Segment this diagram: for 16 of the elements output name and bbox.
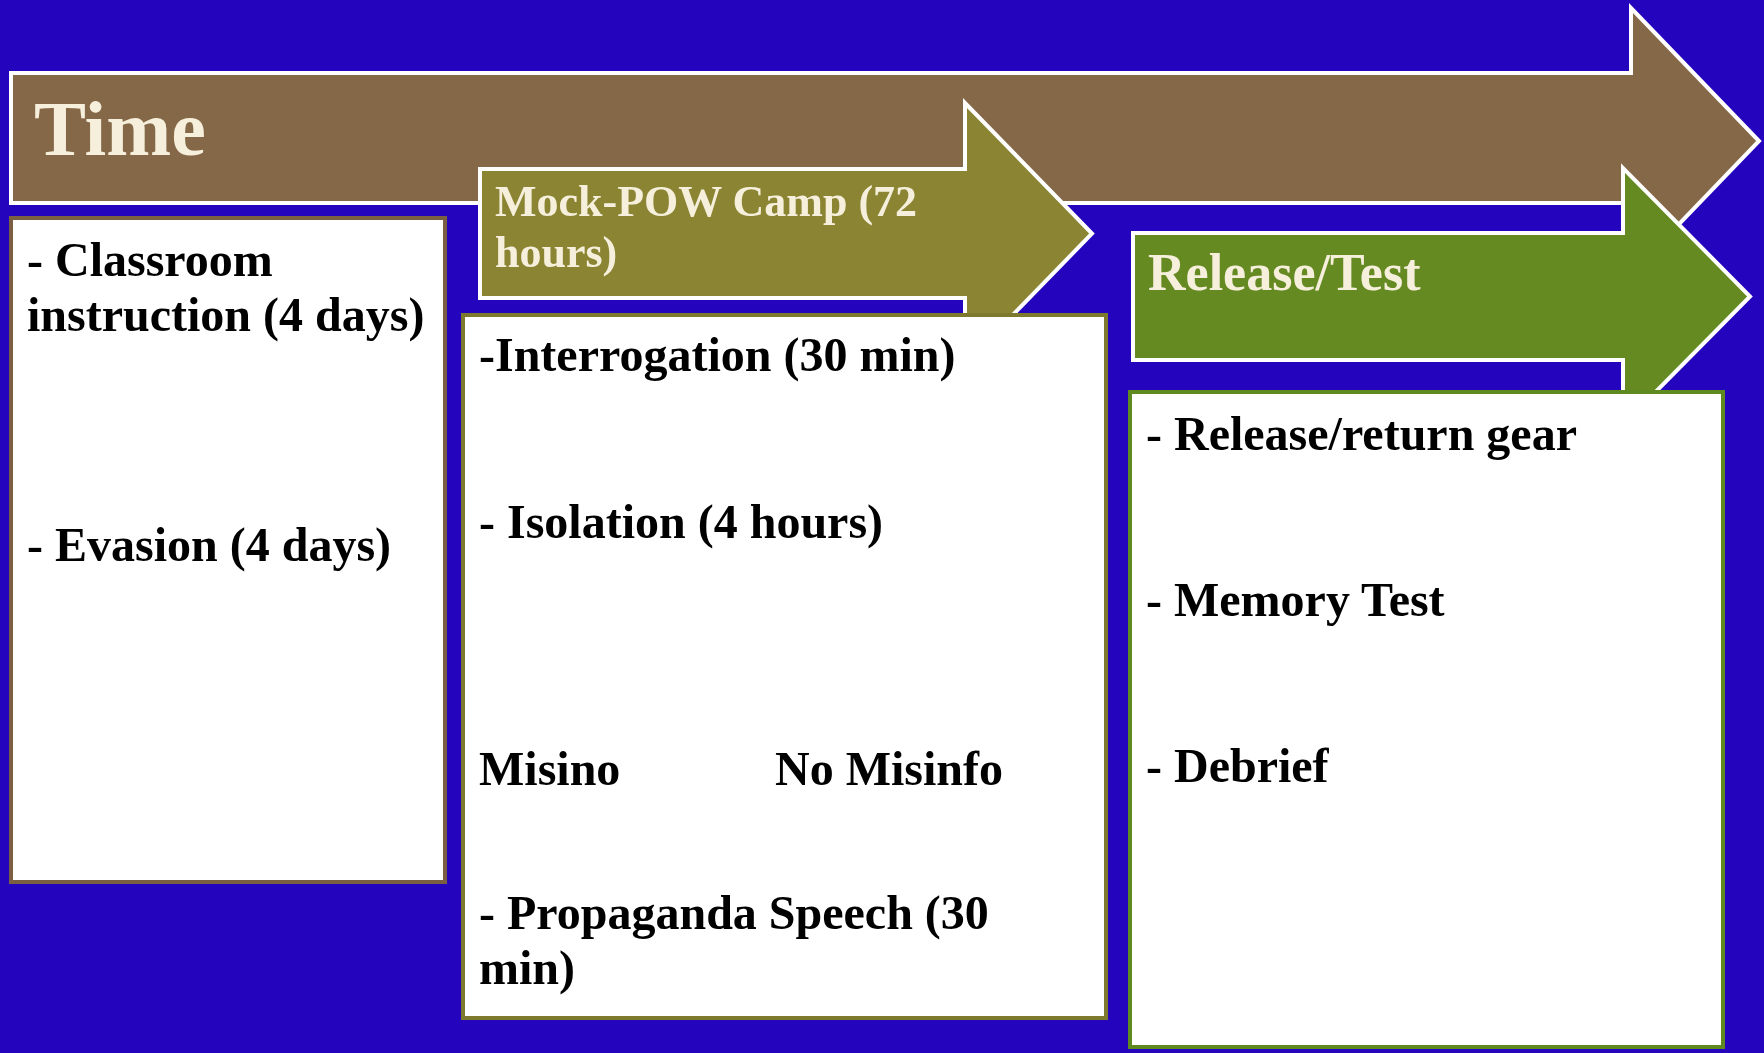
list-item: - Evasion (4 days)	[27, 517, 393, 573]
list-item: - Propaganda Speech (30 min)	[479, 885, 990, 996]
text-panel	[9, 216, 447, 884]
banner-title: Release/Test	[1148, 243, 1421, 303]
list-item: - Classroom instruction (4 days)	[27, 232, 426, 343]
banner-title: Time	[34, 84, 206, 174]
banner-title: Mock-POW Camp (72 hours)	[495, 177, 919, 279]
list-item: - Memory Test	[1146, 572, 1445, 628]
list-item: - Isolation (4 hours)	[479, 494, 885, 550]
text-panel	[1128, 390, 1725, 1049]
list-item: No Misinfo	[775, 741, 1003, 797]
list-item: Misino	[479, 741, 621, 797]
text-panel	[461, 313, 1108, 1020]
list-item: -Interrogation (30 min)	[479, 327, 957, 383]
list-item: - Release/return gear	[1146, 406, 1577, 462]
list-item: - Debrief	[1146, 738, 1329, 794]
